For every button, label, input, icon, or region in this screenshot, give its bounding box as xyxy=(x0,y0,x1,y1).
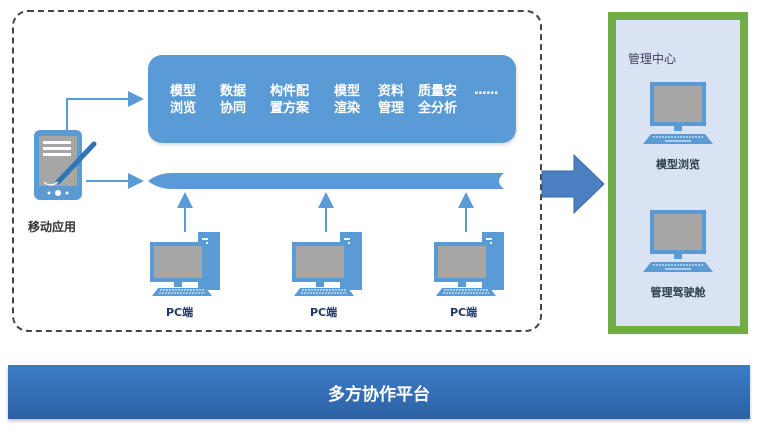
pc-client-label: PC端 xyxy=(310,306,338,319)
feature-ellipsis: ...... xyxy=(474,83,499,98)
management-center-inner: 管理中心 模型浏览 管理驾驶舱 xyxy=(616,20,740,326)
management-item: 模型浏览 xyxy=(616,82,740,172)
feature-model-render: 模型渲染 xyxy=(334,84,361,116)
flow-arrow-icon xyxy=(541,153,605,215)
feature-quality-safety: 质量安全分析 xyxy=(418,84,458,116)
mobile-to-features-line xyxy=(66,91,144,130)
data-bus-bar xyxy=(148,173,504,189)
management-item: 管理驾驶舱 xyxy=(616,210,740,300)
tablet-stylus-icon xyxy=(34,130,97,200)
management-item-label: 模型浏览 xyxy=(656,158,700,171)
pc-client: PC端 xyxy=(432,232,512,322)
feature-document-manage: 资料管理 xyxy=(378,84,405,116)
laptop-icon xyxy=(643,210,713,272)
management-item-label: 管理驾驶舱 xyxy=(650,286,706,299)
pc-client-label: PC端 xyxy=(166,306,194,319)
desktop-computer-icon xyxy=(150,232,220,296)
feature-data-collab: 数据协同 xyxy=(220,84,247,116)
management-center-panel: 管理中心 模型浏览 管理驾驶舱 xyxy=(608,12,748,334)
pc-client: PC端 xyxy=(148,232,228,322)
desktop-computer-icon xyxy=(434,232,504,296)
collaboration-platform-bar: 多方协作平台 xyxy=(8,365,750,419)
laptop-icon xyxy=(643,82,713,144)
management-center-title: 管理中心 xyxy=(628,52,677,66)
feature-model-browse: 模型浏览 xyxy=(170,84,197,116)
pc-client-label: PC端 xyxy=(450,306,478,319)
desktop-computer-icon xyxy=(292,232,362,296)
feature-component-config: 构件配置方案 xyxy=(270,84,310,116)
pc-client: PC端 xyxy=(290,232,370,322)
mobile-app-label: 移动应用 xyxy=(28,220,77,234)
platform-label: 多方协作平台 xyxy=(328,384,430,405)
client-region-frame xyxy=(12,10,542,332)
features-panel: 模型浏览 数据协同 构件配置方案 模型渲染 资料管理 质量安全分析 ...... xyxy=(148,55,516,143)
